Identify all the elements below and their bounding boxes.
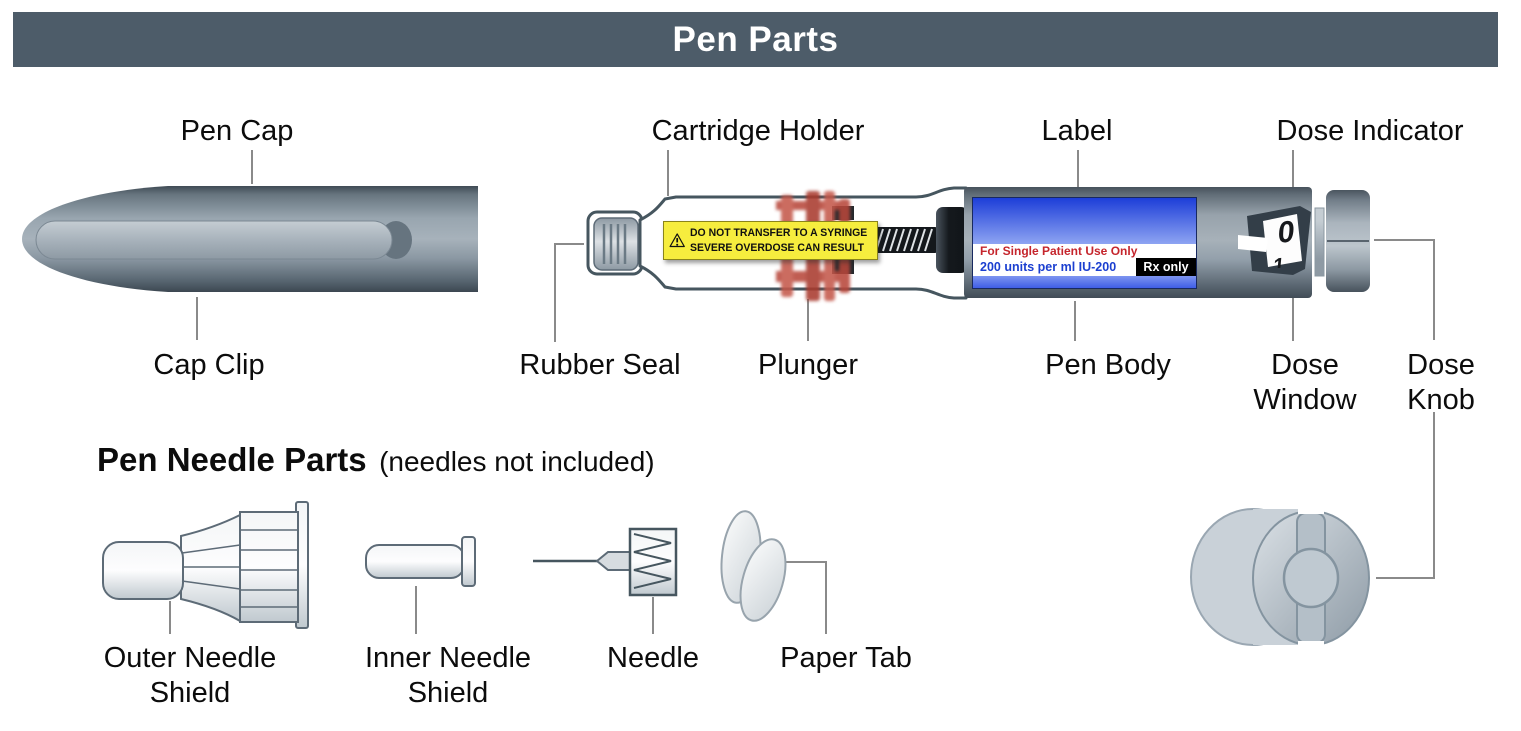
dose-window-graphic	[1238, 206, 1311, 275]
label-blue-panel	[973, 198, 1196, 244]
dose-knob-graphic	[1326, 190, 1370, 292]
needle-graphic	[533, 527, 678, 597]
header-bar: Pen Parts	[13, 12, 1498, 67]
callout-cartridge-holder: Cartridge Holder	[651, 115, 865, 147]
dose-window-next-number: 1	[1271, 254, 1286, 270]
callout-plunger: Plunger	[758, 349, 858, 381]
dose-indicator-notch	[1238, 235, 1268, 252]
needle-section-title: Pen Needle Parts	[97, 441, 367, 478]
lead-screw-graphic	[874, 207, 968, 273]
units-text: 200 units per ml IU-200	[980, 260, 1117, 274]
callout-paper-tab: Paper Tab	[780, 642, 912, 674]
rx-only-badge: Rx only	[1136, 258, 1196, 276]
callout-cap-clip: Cap Clip	[153, 349, 265, 381]
warning-triangle-icon	[669, 233, 685, 248]
dose-window-number: 0	[1275, 215, 1296, 250]
do-not-transfer-warning-label: DO NOT TRANSFER TO A SYRINGE SEVERE OVER…	[663, 221, 878, 260]
needle-section-heading: Pen Needle Parts (needles not included)	[97, 441, 655, 479]
pen-body-label: For Single Patient Use Only 200 units pe…	[972, 197, 1197, 289]
callout-needle: Needle	[607, 642, 699, 674]
callout-pen-body: Pen Body	[1045, 349, 1171, 381]
paper-tab-graphic	[720, 510, 787, 622]
page-title: Pen Parts	[672, 19, 839, 59]
pen-cap-graphic	[22, 186, 478, 292]
outer-needle-shield-graphic	[102, 501, 309, 629]
callout-dose-knob: Dose Knob	[1407, 349, 1475, 417]
cap-clip-graphic	[35, 220, 393, 260]
callout-rubber-seal: Rubber Seal	[519, 349, 681, 381]
callout-inner-needle-shield: Inner Needle Shield	[364, 642, 532, 710]
single-patient-use-text: For Single Patient Use Only	[980, 244, 1138, 258]
rubber-seal-graphic	[593, 217, 639, 271]
callout-label: Label	[1041, 115, 1113, 147]
callout-outer-needle-shield: Outer Needle Shield	[103, 642, 277, 710]
dose-knob-illustration	[1190, 505, 1370, 650]
warning-text: DO NOT TRANSFER TO A SYRINGE SEVERE OVER…	[690, 227, 868, 254]
callout-dose-indicator: Dose Indicator	[1276, 115, 1464, 147]
callout-dose-window: Dose Window	[1253, 349, 1357, 417]
inner-needle-shield-graphic	[365, 536, 476, 587]
needle-section-subtitle: (needles not included)	[379, 446, 655, 477]
callout-pen-cap: Pen Cap	[180, 115, 294, 147]
leader-lines	[169, 150, 1435, 634]
